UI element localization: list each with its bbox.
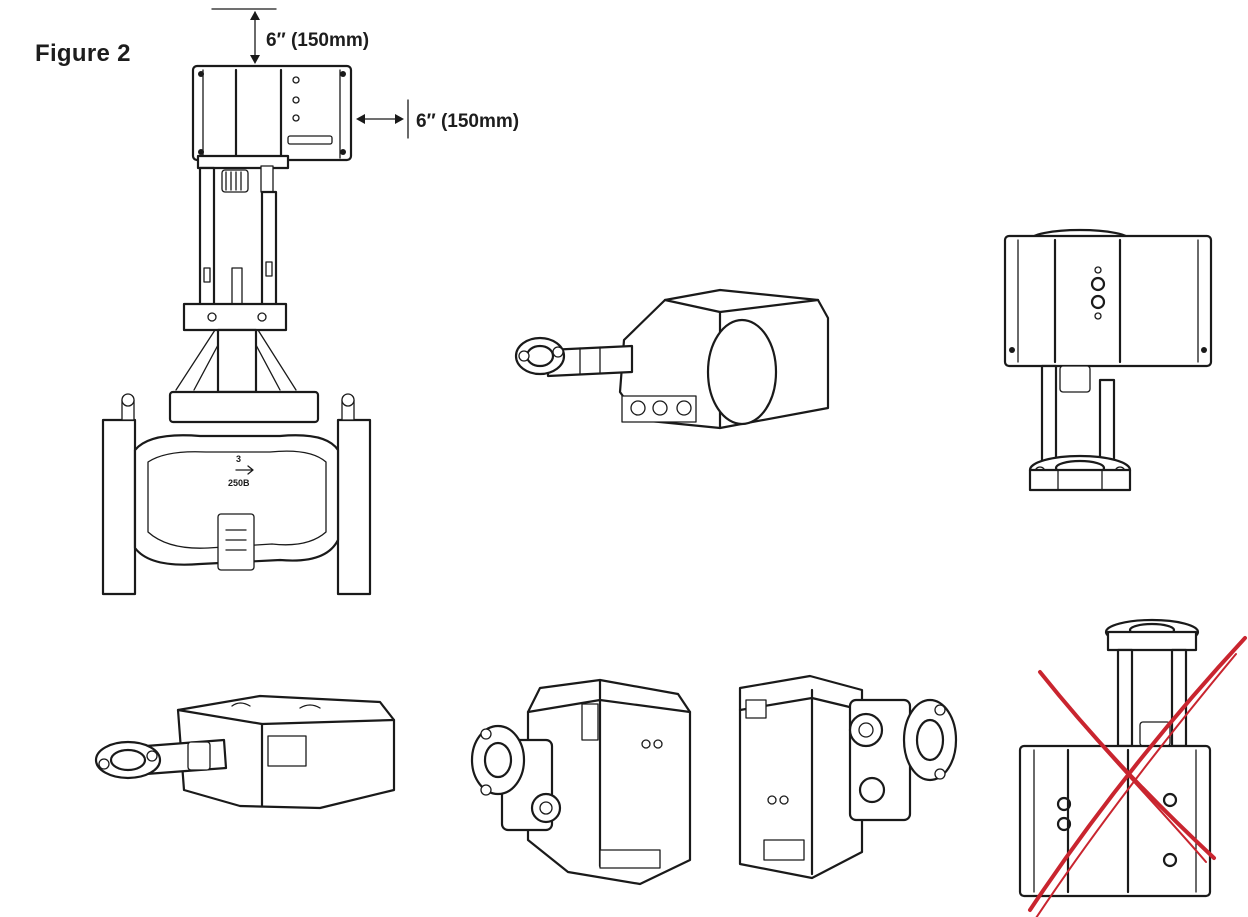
valve-size-marking: 3 [236,454,241,464]
view-vertical-upright [1003,228,1213,492]
top-clearance-label: 6″ (150mm) [266,30,370,51]
view-tilted-left [470,678,692,886]
side-clearance-label: 6″ (150mm) [416,111,520,132]
view-tilted-right [738,674,958,880]
top-clearance-dimension [211,8,277,64]
view-horizontal-side [514,288,830,430]
side-clearance-dimension [356,99,409,139]
view-inverted [1018,618,1247,917]
figure-title: Figure 2 [35,40,131,67]
view-mounted-vertical-with-valve: 3 250B [101,64,372,596]
valve-rating-marking: 250B [228,478,250,488]
view-horizontal-front [94,694,396,810]
not-acceptable-cross-mark [1028,636,1247,917]
